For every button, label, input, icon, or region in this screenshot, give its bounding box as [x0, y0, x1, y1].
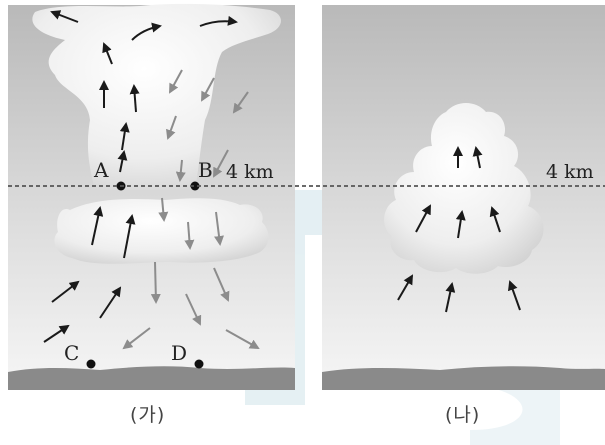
- updraft-arrows-na: [397, 146, 521, 313]
- point-b-label: B: [198, 158, 213, 182]
- point-d-label: D: [171, 341, 187, 365]
- updraft-arrow: [99, 286, 122, 319]
- panel-na: 4 km: [322, 5, 605, 390]
- downdraft-arrow: [169, 69, 183, 94]
- ground-na: [322, 366, 605, 390]
- updraft-arrow: [117, 150, 128, 173]
- downdraft-arrow: [213, 149, 229, 178]
- updraft-arrow: [129, 84, 140, 113]
- point-a-label: A: [93, 158, 109, 182]
- downdraft-arrows-ga: [122, 69, 260, 350]
- updraft-arrow: [415, 204, 431, 233]
- updraft-arrow: [43, 324, 70, 343]
- downdraft-arrow: [232, 91, 249, 114]
- downdraft-arrow: [185, 293, 202, 326]
- point-c-label: C: [64, 341, 79, 365]
- updraft-arrow: [131, 22, 162, 41]
- point-b-marker: [190, 181, 200, 191]
- downdraft-arrow: [225, 329, 260, 349]
- updraft-arrow: [51, 280, 80, 303]
- downdraft-arrow: [166, 115, 177, 140]
- downdraft-arrow: [158, 197, 169, 222]
- altitude-label-right: 4 km: [546, 161, 594, 183]
- updraft-arrow: [50, 10, 79, 23]
- cumulonimbus-cloud: [32, 3, 282, 264]
- updraft-arrow: [119, 122, 130, 151]
- updraft-arrow: [397, 274, 414, 301]
- downdraft-arrow: [150, 261, 161, 304]
- caption-ga: (가): [130, 404, 166, 426]
- downdraft-arrow: [184, 221, 195, 250]
- updraft-arrow: [102, 42, 113, 65]
- downdraft-arrow: [175, 159, 186, 182]
- updraft-arrow: [455, 210, 466, 239]
- downdraft-arrow: [214, 211, 224, 246]
- updraft-arrow: [472, 146, 483, 169]
- ground-ga: [8, 366, 295, 390]
- altitude-label-left: 4 km: [226, 161, 274, 183]
- point-c-marker: [86, 359, 96, 369]
- cumulus-cloud: [384, 103, 544, 274]
- updraft-arrow: [91, 206, 104, 246]
- caption-na: (나): [445, 404, 481, 426]
- updraft-arrow: [123, 214, 136, 259]
- panel-ga: A B C D 4 km: [8, 3, 295, 390]
- updraft-arrow: [445, 282, 456, 313]
- point-d-marker: [194, 359, 204, 369]
- updraft-arrows-ga: [43, 10, 238, 343]
- downdraft-arrow: [201, 77, 215, 102]
- updraft-arrow: [199, 15, 238, 27]
- downdraft-arrow: [122, 327, 151, 350]
- downdraft-arrow: [213, 267, 230, 302]
- updraft-arrow: [489, 206, 501, 233]
- updraft-arrow: [507, 280, 521, 311]
